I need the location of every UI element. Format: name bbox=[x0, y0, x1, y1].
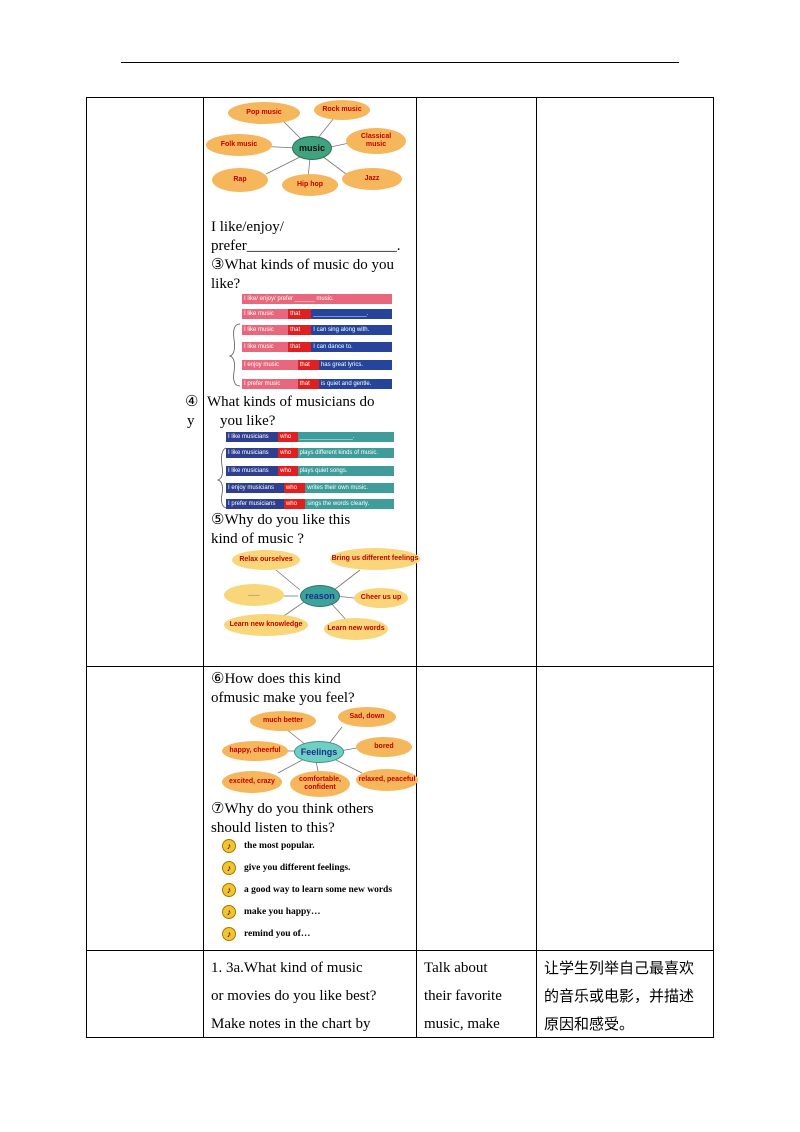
question-3: ③What kinds of music do you bbox=[211, 257, 395, 273]
music-node-folk: Folk music bbox=[206, 134, 272, 156]
row2-col3 bbox=[416, 666, 537, 951]
student-activity-line: music, make bbox=[424, 1016, 500, 1032]
design-intent-line: 原因和感受。 bbox=[544, 1015, 635, 1033]
student-activity-line: their favorite bbox=[424, 988, 502, 1004]
music-sentence-bars: I like/ enjoy/ prefer ______ music. I li… bbox=[228, 294, 398, 389]
music-mind-map: Pop music Rock music Folk music Classica… bbox=[204, 98, 417, 208]
design-intent-line: 让学生列举自己最喜欢 bbox=[544, 959, 695, 977]
feelings-mind-map: much better Sad, down happy, cheerful bo… bbox=[222, 707, 418, 799]
bars-bracket bbox=[228, 323, 241, 387]
reason-node-relax: Relax ourselves bbox=[232, 550, 300, 570]
reason-node-words: Learn new words bbox=[324, 618, 388, 640]
row2-col2: ⑥How does this kind ofmusic make you fee… bbox=[203, 666, 418, 951]
question-4-cont: you like? bbox=[220, 413, 276, 429]
music-note-icon: ♪ bbox=[222, 883, 236, 897]
row2-col4 bbox=[536, 666, 714, 951]
feel-node-better: much better bbox=[250, 711, 316, 731]
question-5-cont: kind of music ? bbox=[211, 531, 304, 547]
music-note-icon: ♪ bbox=[222, 927, 236, 941]
question-4-y: y bbox=[187, 413, 195, 429]
music-note-icon: ♪ bbox=[222, 839, 236, 853]
activity-line: or movies do you like best? bbox=[211, 988, 377, 1004]
prompt-line: I like/enjoy/ bbox=[211, 219, 284, 235]
question-4-marker: ④ bbox=[185, 394, 199, 410]
reason-node-center: reason bbox=[300, 585, 340, 607]
music-node-jazz: Jazz bbox=[342, 168, 402, 190]
activity-line: Make notes in the chart by bbox=[211, 1016, 371, 1032]
music-note-icon: ♪ bbox=[222, 905, 236, 919]
music-bar-1: I like/ enjoy/ prefer ______ music. bbox=[242, 294, 392, 304]
musician-bar-2: I like musicians who plays different kin… bbox=[226, 448, 394, 458]
reason-item: ♪ make you happy… bbox=[222, 905, 321, 919]
question-6: ⑥How does this kind bbox=[211, 671, 341, 687]
feel-node-happy: happy, cheerful bbox=[222, 741, 288, 761]
row3-col4: 让学生列举自己最喜欢 的音乐或电影，并描述 原因和感受。 bbox=[536, 950, 714, 1038]
table-row: Pop music Rock music Folk music Classica… bbox=[86, 97, 714, 667]
prompt-blank-line: prefer____________________. bbox=[211, 238, 401, 254]
musician-bar-4: I enjoy musicians who writes their own m… bbox=[226, 483, 394, 493]
music-bar-3: I like music that I can sing along with. bbox=[242, 325, 392, 335]
reason-node-knowledge: Learn new knowledge bbox=[224, 614, 308, 636]
student-activity-line: Talk about bbox=[424, 960, 488, 976]
lesson-table: Pop music Rock music Folk music Classica… bbox=[86, 97, 714, 1038]
musician-bar-5: I prefer musicians who sings the words c… bbox=[226, 499, 394, 509]
music-node-rap: Rap bbox=[212, 168, 268, 192]
reason-node-cheer: Cheer us up bbox=[354, 588, 408, 608]
music-node-rock: Rock music bbox=[314, 100, 370, 120]
music-node-center: music bbox=[292, 136, 332, 160]
feel-node-sad: Sad, down bbox=[338, 707, 396, 727]
row3-col2: 1. 3a.What kind of music or movies do yo… bbox=[203, 950, 417, 1038]
row1-col1 bbox=[86, 97, 204, 667]
musician-bracket bbox=[216, 447, 227, 509]
question-6-cont: ofmusic make you feel? bbox=[211, 690, 355, 706]
table-row: ⑥How does this kind ofmusic make you fee… bbox=[86, 666, 714, 951]
question-4: What kinds of musicians do bbox=[207, 394, 375, 410]
question-5: ⑤Why do you like this bbox=[211, 512, 351, 528]
music-bar-2: I like music that ________________. bbox=[242, 309, 392, 319]
question-7-cont: should listen to this? bbox=[211, 820, 335, 836]
music-note-icon: ♪ bbox=[222, 861, 236, 875]
feel-node-center: Feelings bbox=[294, 741, 344, 763]
reason-node-feelings: Bring us different feelings bbox=[330, 548, 420, 570]
feel-node-excited: excited, crazy bbox=[222, 771, 282, 793]
reason-item: ♪ give you different feelings. bbox=[222, 861, 350, 875]
music-bar-6: I prefer music that is quiet and gentle. bbox=[242, 379, 393, 389]
reason-item: ♪ the most popular. bbox=[222, 839, 315, 853]
music-node-pop: Pop music bbox=[228, 102, 300, 124]
reason-node-ellipsis: ...... bbox=[224, 584, 284, 606]
musician-bar-3: I like musicians who plays quiet songs. bbox=[226, 466, 394, 476]
music-node-hiphop: Hip hop bbox=[282, 174, 338, 196]
row3-col1 bbox=[86, 950, 204, 1038]
activity-line: 1. 3a.What kind of music bbox=[211, 960, 363, 976]
music-node-classical: Classical music bbox=[346, 128, 406, 154]
reason-item: ♪ remind you of… bbox=[222, 927, 310, 941]
reason-item: ♪ a good way to learn some new words bbox=[222, 883, 392, 897]
musician-bar-1: I like musicians who ________________. bbox=[226, 432, 394, 442]
music-bar-5: I enjoy music that has great lyrics. bbox=[242, 360, 393, 370]
table-row: 1. 3a.What kind of music or movies do yo… bbox=[86, 950, 714, 1038]
row3-col3: Talk about their favorite music, make bbox=[416, 950, 537, 1038]
feel-node-bored: bored bbox=[356, 737, 412, 757]
design-intent-line: 的音乐或电影，并描述 bbox=[544, 987, 695, 1005]
header-rule bbox=[121, 62, 679, 63]
question-3-cont: like? bbox=[211, 276, 241, 292]
question-7: ⑦Why do you think others bbox=[211, 801, 374, 817]
row1-col2: Pop music Rock music Folk music Classica… bbox=[185, 97, 420, 667]
feel-node-comfortable: comfortable, confident bbox=[290, 771, 350, 797]
reason-mind-map: Relax ourselves Bring us different feeli… bbox=[220, 548, 420, 648]
row1-col4 bbox=[536, 97, 714, 667]
feel-node-relaxed: relaxed, peaceful bbox=[356, 769, 418, 791]
row2-col1 bbox=[86, 666, 204, 951]
music-bar-4: I like music that I can dance to. bbox=[242, 342, 392, 352]
row1-col3 bbox=[416, 97, 537, 667]
musician-sentence-bars: I like musicians who ________________. I… bbox=[216, 432, 396, 512]
